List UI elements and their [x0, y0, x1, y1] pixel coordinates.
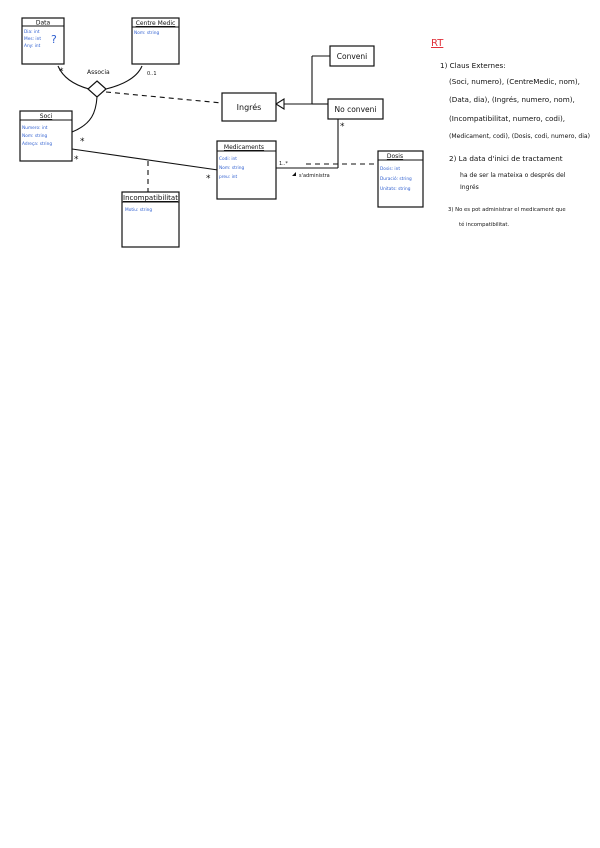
class-dosis-attr: Dosis: int	[380, 166, 400, 172]
direction-triangle-icon	[292, 172, 296, 176]
notes-header: RT	[431, 38, 444, 49]
class-ingres[interactable]: Ingrés	[221, 92, 277, 122]
association-lines	[57, 55, 378, 192]
class-medicaments-attr: preu: int	[219, 174, 237, 180]
class-soci-title: Soci	[40, 113, 53, 120]
note-line: ha de ser la mateixa o després del	[460, 171, 566, 179]
multiplicity-soci-med: *	[74, 155, 79, 165]
class-incompatibilitat[interactable]: Incompatibilitat Motiu: string	[121, 191, 180, 248]
class-dosis-title: Dosis	[387, 153, 403, 160]
class-soci-attr: Nom: string	[22, 133, 47, 139]
class-centre-title: Centre Medic	[136, 20, 176, 27]
note-line: (Soci, numero), (CentreMedic, nom),	[449, 77, 580, 86]
class-data-attr: Mes: int	[24, 36, 41, 42]
note-line: (Medicament, codi), (Dosis, codi, numero…	[449, 133, 590, 140]
line-assoc-soci	[71, 96, 98, 133]
dash-assoc-ingres	[105, 91, 223, 104]
multiplicity-centre-assoc: 0..1	[147, 71, 157, 77]
association-diamond	[87, 80, 107, 98]
note-line: (Incompatibilitat, numero, codi),	[449, 114, 565, 123]
note-line: Ingrés	[460, 183, 479, 191]
class-incompatibilitat-title: Incompatibilitat	[123, 194, 178, 202]
class-incompatibilitat-attr: Motiu: string	[125, 207, 152, 213]
multiplicity-data-assoc: *	[59, 67, 64, 77]
class-noconveni-title: No conveni	[335, 105, 377, 114]
class-dosis-attr: Unitats: string	[380, 186, 411, 192]
class-soci[interactable]: Soci Numero: int Nom: string Adreça: str…	[19, 110, 73, 162]
class-ingres-title: Ingrés	[237, 102, 262, 112]
class-centre-medic[interactable]: Centre Medic Nom: string	[131, 17, 180, 65]
class-conveni-title: Conveni	[337, 52, 367, 61]
class-medicaments-title: Medicaments	[224, 144, 264, 151]
note-line: té incompatibilitat.	[459, 221, 509, 228]
class-dosis[interactable]: Dosis Dosis: int Duració: string Unitats…	[377, 150, 424, 208]
line-centre-assoc	[105, 65, 143, 90]
class-centre-attr: Nom: string	[134, 30, 159, 36]
class-medicaments[interactable]: Medicaments Codi: int Nom: string preu: …	[216, 140, 277, 200]
class-conveni[interactable]: Conveni	[329, 45, 375, 67]
note-line: 1) Claus Externes:	[440, 61, 506, 70]
multiplicity-soci-assoc: *	[80, 137, 85, 147]
notes-panel: RT 1) Claus Externes: (Soci, numero), (C…	[431, 38, 590, 228]
label-associa: Associa	[87, 69, 110, 76]
generalization-arrowhead	[274, 98, 285, 110]
note-line: 2) La data d'inici de tractament	[449, 154, 563, 163]
class-data-attr: Any: int	[24, 43, 41, 49]
class-medicaments-attr: Codi: int	[219, 156, 237, 162]
multiplicity-noconveni-med: *	[340, 122, 345, 132]
multiplicity-med-soci: *	[206, 174, 211, 184]
class-data-mark: ?	[51, 33, 57, 46]
note-line: 3) No es pot administrar el medicament q…	[448, 207, 566, 213]
note-line: (Data, dia), (Ingrés, numero, nom),	[449, 95, 575, 104]
class-soci-attr: Adreça: string	[22, 141, 52, 147]
class-dosis-attr: Duració: string	[380, 175, 412, 182]
multiplicity-med-noconveni: 1..*	[279, 161, 288, 167]
class-data[interactable]: Data Dia: int Mes: int Any: int ?	[21, 17, 65, 65]
class-medicaments-attr: Nom: string	[219, 165, 244, 171]
class-noconveni[interactable]: No conveni	[327, 98, 384, 120]
class-data-attr: Dia: int	[24, 29, 40, 35]
line-soci-medicaments	[71, 148, 219, 171]
class-data-title: Data	[36, 20, 51, 27]
label-sadministra: s'administra	[299, 173, 330, 179]
class-soci-attr: Numero: int	[22, 125, 48, 131]
line-data-assoc	[57, 65, 90, 90]
